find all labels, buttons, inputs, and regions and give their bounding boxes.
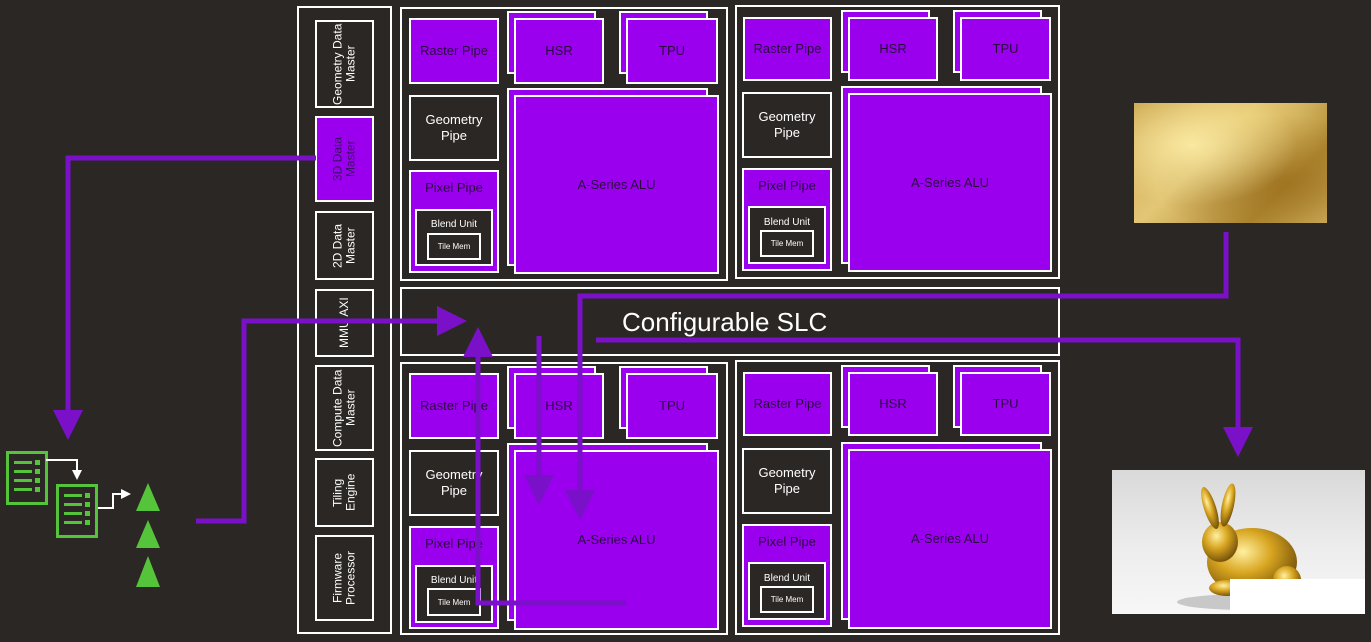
firmware-processor: Firmware Processor (315, 535, 374, 621)
tpu: TPU (960, 372, 1051, 436)
a-series-alu: A-Series ALU (514, 450, 719, 630)
command-list-icon (56, 484, 98, 538)
slc-label: Configurable SLC (622, 306, 828, 337)
connector-arrow (98, 489, 131, 509)
tiling-engine: Tiling Engine (315, 458, 374, 527)
geometry-pipe: Geometry Pipe (742, 92, 832, 158)
triangle-icon (136, 520, 160, 548)
tpu: TPU (626, 373, 718, 439)
raster-pipe: Raster Pipe (743, 372, 832, 436)
a-series-alu: A-Series ALU (848, 93, 1052, 272)
blend-unit-label: Blend Unit (430, 575, 478, 586)
image-white-patch (1230, 579, 1365, 614)
2d-data-master: 2D Data Master (315, 211, 374, 280)
a-series-alu: A-Series ALU (514, 95, 719, 274)
hsr: HSR (514, 373, 604, 439)
hsr: HSR (848, 17, 938, 81)
command-list-icon (6, 451, 48, 505)
raster-pipe: Raster Pipe (409, 18, 499, 84)
a-series-alu: A-Series ALU (848, 449, 1052, 629)
tile-mem: Tile Mem (760, 230, 814, 257)
flow-arrow-3d-master (53, 155, 316, 440)
blend-unit-label: Blend Unit (430, 219, 478, 230)
tile-mem: Tile Mem (427, 233, 481, 260)
geometry-pipe: Geometry Pipe (409, 450, 499, 516)
geometry-pipe: Geometry Pipe (409, 95, 499, 161)
hsr: HSR (848, 372, 938, 436)
hsr: HSR (514, 18, 604, 84)
tile-mem: Tile Mem (427, 588, 481, 616)
pixel-pipe-label: Pixel Pipe (425, 180, 483, 195)
gold-bunny-render-image (1112, 470, 1365, 614)
gold-texture-image (1134, 103, 1327, 223)
raster-pipe: Raster Pipe (743, 17, 832, 81)
raster-pipe: Raster Pipe (409, 373, 499, 439)
tile-mem: Tile Mem (760, 586, 814, 613)
blend-unit-label: Blend Unit (763, 217, 811, 228)
3d-data-master: 3D Data Master (315, 116, 374, 202)
geometry-data-master: Geometry Data Master (315, 20, 374, 108)
blend-unit-label: Blend Unit (763, 573, 811, 584)
pixel-pipe-label: Pixel Pipe (758, 534, 816, 549)
triangle-icon (136, 483, 160, 511)
tpu: TPU (960, 17, 1051, 81)
pixel-pipe-label: Pixel Pipe (425, 536, 483, 551)
tpu: TPU (626, 18, 718, 84)
pixel-pipe-label: Pixel Pipe (758, 178, 816, 193)
triangle-icon (136, 556, 160, 587)
geometry-pipe: Geometry Pipe (742, 448, 832, 514)
mmu-axi: MMU AXI (315, 289, 374, 357)
connector-arrow (46, 459, 82, 480)
compute-data-master: Compute Data Master (315, 365, 374, 451)
